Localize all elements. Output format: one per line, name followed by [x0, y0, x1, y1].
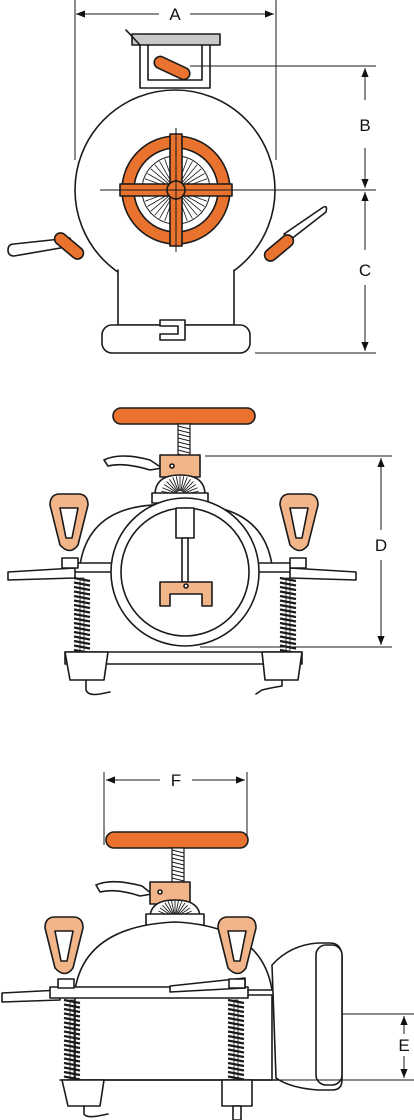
- dimension-e: E: [280, 1013, 414, 1081]
- front-view: D: [7, 407, 392, 696]
- dimension-b: B: [190, 65, 376, 188]
- top-handle: [125, 29, 221, 89]
- left-d-handle: [49, 493, 89, 569]
- handwheel-side: [105, 831, 249, 849]
- dimension-c-label: C: [359, 261, 371, 280]
- dimension-e-label: E: [398, 1036, 409, 1055]
- right-lever: [263, 205, 328, 262]
- dimension-f: F: [103, 771, 248, 845]
- left-d-handle-side: [44, 916, 84, 989]
- dimension-b-label: B: [359, 116, 370, 135]
- dimension-c: C: [255, 192, 376, 354]
- valve-base-top: [117, 269, 235, 326]
- dimension-d: D: [200, 455, 392, 648]
- dimension-f-label: F: [171, 771, 181, 790]
- dimension-a: A: [74, 0, 277, 160]
- top-view: A: [7, 0, 376, 354]
- dimension-d-label: D: [375, 536, 387, 555]
- right-d-handle-side: [217, 916, 257, 989]
- side-view: F: [1, 771, 414, 1120]
- left-lever: [7, 232, 85, 260]
- dimension-a-label: A: [169, 5, 181, 24]
- right-d-handle: [279, 493, 319, 569]
- handwheel-front: [112, 407, 256, 425]
